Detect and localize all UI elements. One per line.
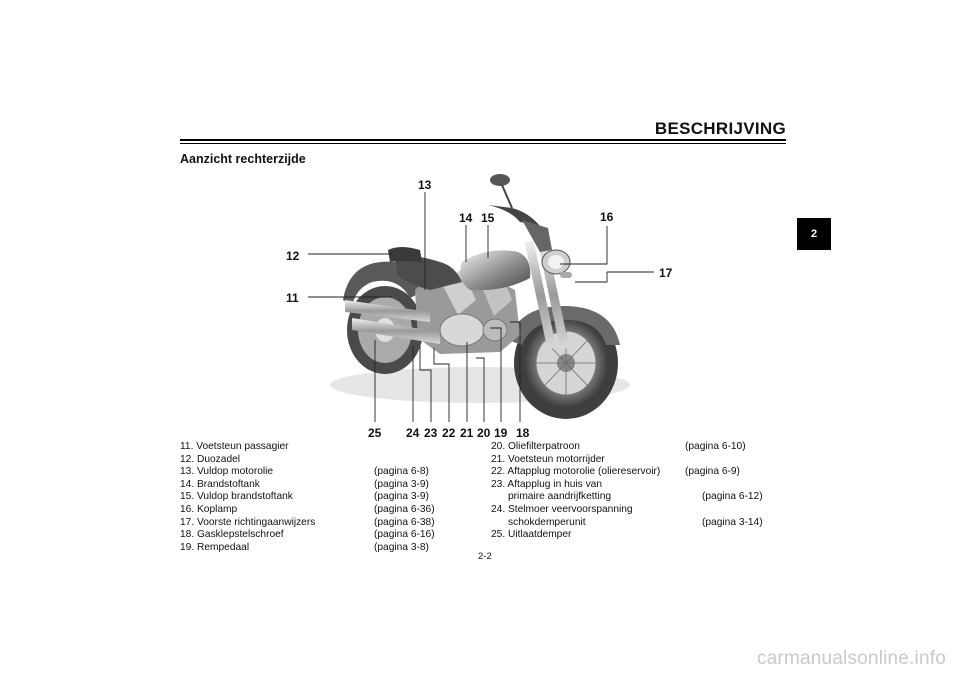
legend-item: 20. Oliefilterpatroon(pagina 6-10): [491, 441, 746, 452]
header-rule-thin: [180, 143, 786, 144]
callout-17: 17: [659, 266, 673, 280]
legend-item: 15. Vuldop brandstoftank(pagina 3-9): [180, 491, 429, 503]
chapter-tab: 2: [797, 218, 831, 250]
exhaust: [345, 300, 440, 344]
legend-item: 13. Vuldop motorolie(pagina 6-8): [180, 466, 429, 478]
passenger-seat: [388, 247, 422, 262]
callout-16: 16: [600, 210, 614, 224]
engine: [415, 270, 520, 354]
fuel-tank: [460, 250, 531, 291]
leader-lines: [308, 192, 654, 422]
callout-13: 13: [418, 178, 432, 192]
legend-item: 11. Voetsteun passagier: [180, 441, 289, 452]
legend-item: primaire aandrijfketting(pagina 6-12): [508, 491, 763, 503]
callout-14: 14: [459, 211, 473, 225]
front-fender: [508, 305, 620, 345]
callout-19: 19: [494, 426, 508, 440]
legend-left: 11. Voetsteun passagier 12. Duozadel 13.…: [180, 441, 435, 554]
callout-23: 23: [424, 426, 438, 440]
legend-item: 12. Duozadel: [180, 453, 241, 465]
headlight: [541, 249, 571, 275]
legend-item: 18. Gasklepstelschroef(pagina 6-16): [180, 529, 435, 541]
handlebar: [488, 205, 540, 226]
header-rule-thick: [180, 139, 786, 141]
turn-signal: [560, 272, 572, 278]
legend-right: 20. Oliefilterpatroon(pagina 6-10) 21. V…: [491, 441, 763, 542]
legend-item: 23. Aftapplug in huis van: [491, 478, 603, 490]
watermark: carmanualsonline.info: [756, 648, 946, 669]
callout-25: 25: [368, 426, 382, 440]
legend-item: 14. Brandstoftank(pagina 3-9): [180, 478, 429, 490]
page-number: 2-2: [478, 551, 492, 562]
callout-22: 22: [442, 426, 456, 440]
legend-item: schokdemperunit(pagina 3-14): [508, 516, 763, 528]
callout-12: 12: [286, 249, 300, 263]
page-title: BESCHRIJVING: [654, 119, 786, 138]
legend-item: 22. Aftapplug motorolie (oliereservoir)(…: [491, 466, 740, 478]
callout-24: 24: [406, 426, 420, 440]
handlebar-riser: [522, 220, 552, 252]
callout-20: 20: [477, 426, 491, 440]
section-title: Aanzicht rechterzijde: [180, 152, 306, 166]
legend-item: 24. Stelmoer veervoorspanning: [491, 503, 633, 515]
seat: [395, 256, 462, 290]
callout-18: 18: [516, 426, 530, 440]
callout-11: 11: [286, 291, 299, 305]
legend-item: 19. Rempedaal(pagina 3-8): [180, 541, 429, 553]
legend-item: 25. Uitlaatdemper: [491, 529, 572, 541]
callout-21: 21: [460, 426, 474, 440]
callout-15: 15: [481, 211, 495, 225]
mirror: [490, 174, 510, 186]
legend-item: 21. Voetsteun motorrijder: [491, 453, 605, 465]
legend-item: 17. Voorste richtingaanwijzers(pagina 6-…: [180, 516, 435, 528]
legend-item: 16. Koplamp(pagina 6-36): [180, 503, 435, 515]
